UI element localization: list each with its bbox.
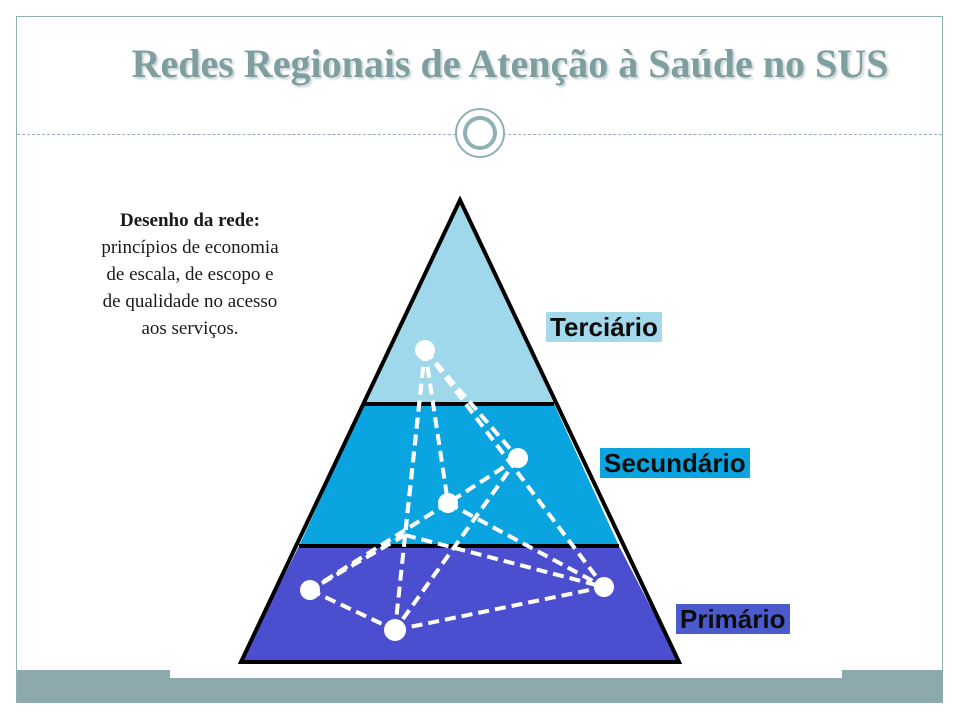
node-secondary-center: [438, 493, 458, 513]
tier-secondary: [299, 404, 619, 546]
node-primary-bottom: [384, 619, 406, 641]
footer-highlight: [170, 670, 842, 678]
label-secondary: Secundário: [600, 448, 750, 478]
node-tertiary: [415, 340, 435, 360]
label-primary: Primário: [676, 604, 790, 634]
note-line: princípios de economia: [101, 237, 279, 258]
link: [447, 501, 605, 589]
label-tertiary: Terciário: [546, 312, 662, 342]
link: [403, 349, 427, 536]
link: [309, 588, 396, 632]
network-links: [308, 348, 606, 632]
link: [423, 349, 450, 504]
link: [394, 585, 605, 632]
link: [404, 533, 605, 589]
network-nodes: [300, 340, 614, 641]
link: [446, 456, 520, 505]
pyramid-outline: [237, 195, 683, 664]
node-primary-right: [594, 577, 614, 597]
tier-tertiary: [364, 200, 554, 404]
circle-ornament-icon: [455, 108, 505, 158]
tier-primary: [241, 546, 679, 662]
slide-frame: [16, 16, 943, 703]
note-line: de qualidade no acesso: [102, 291, 278, 312]
note-line: de escala, de escopo e: [106, 264, 274, 285]
link: [308, 501, 450, 592]
note-line: aos serviços.: [141, 318, 239, 339]
note-heading: Desenho da rede:: [119, 210, 261, 231]
node-primary-left: [300, 580, 320, 600]
network-design-note: Desenho da rede: princípios de economia …: [62, 207, 318, 342]
link: [393, 456, 520, 632]
node-secondary-right: [508, 448, 528, 468]
link: [308, 533, 407, 592]
link: [423, 348, 606, 589]
slide-title: Redes Regionais de Atenção à Saúde no SU…: [131, 41, 889, 86]
